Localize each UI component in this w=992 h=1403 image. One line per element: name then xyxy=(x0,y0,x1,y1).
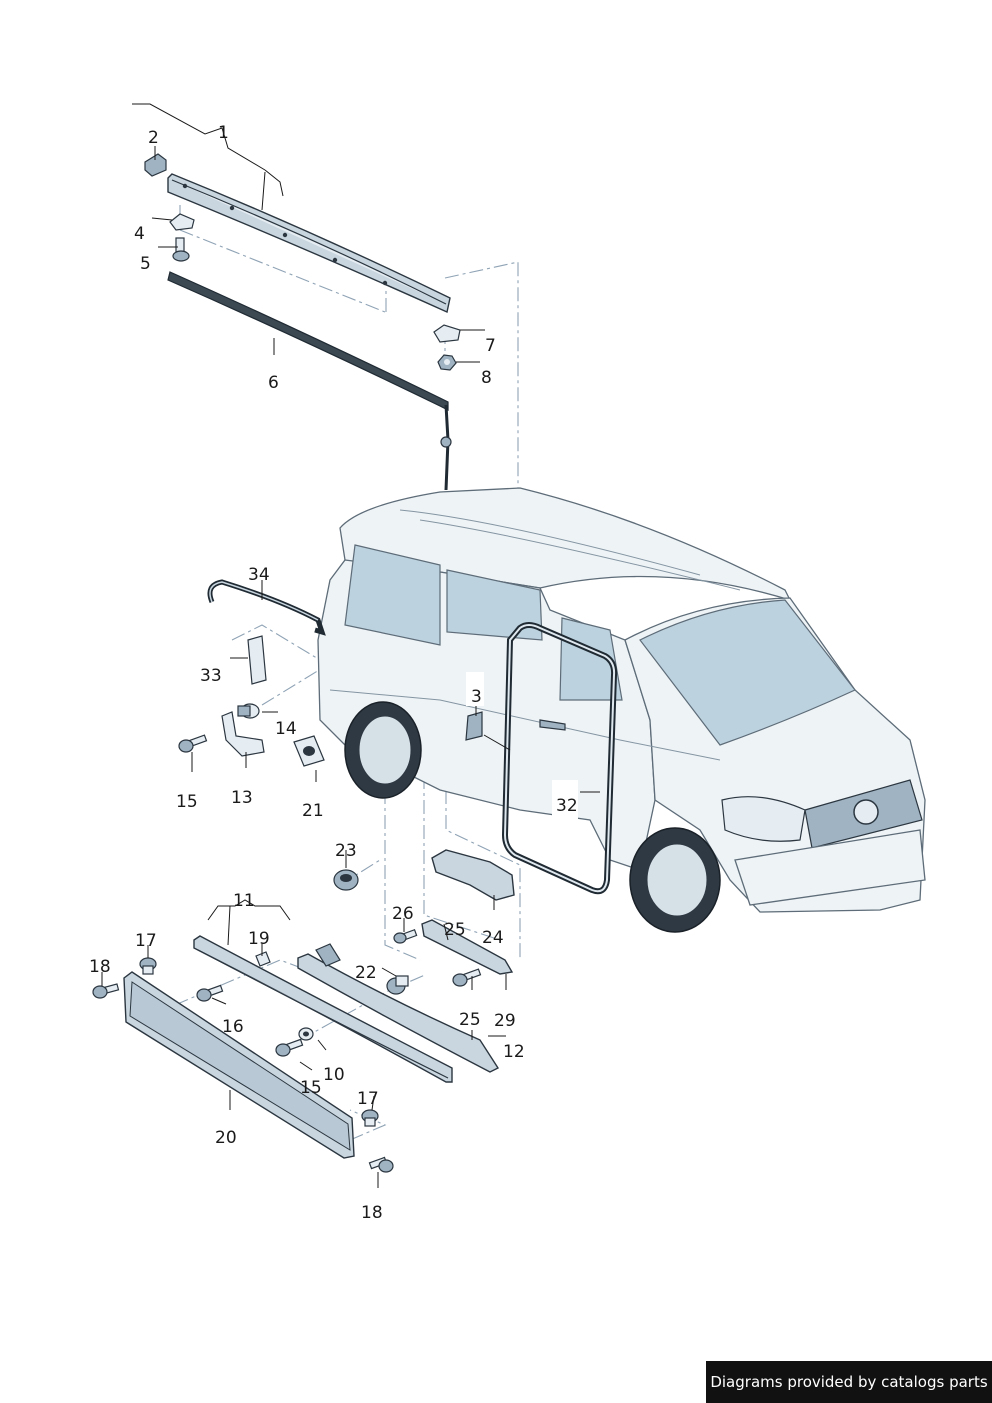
roof-line-1 xyxy=(399,509,701,576)
side-crease xyxy=(329,689,721,761)
callout-16: 16 xyxy=(222,1017,244,1037)
part-21-mount xyxy=(293,735,325,767)
callout-12: 12 xyxy=(503,1042,525,1062)
screw-5 xyxy=(172,237,190,262)
part-34-hose xyxy=(207,579,326,636)
part-17-clip-a xyxy=(139,957,157,975)
callout-18-b: 18 xyxy=(361,1203,383,1223)
part-24-carrier xyxy=(431,849,515,901)
part-20-trim-face xyxy=(129,981,351,1151)
part-15-screw-b xyxy=(275,1038,304,1057)
clip-4 xyxy=(169,213,195,231)
vw-badge xyxy=(853,799,879,825)
callout-25-a: 25 xyxy=(444,920,466,940)
front-door-window xyxy=(559,617,623,701)
callout-5: 5 xyxy=(140,254,151,274)
callout-29: 29 xyxy=(494,1011,516,1031)
callout-15-b: 15 xyxy=(300,1078,322,1098)
part-10-washer xyxy=(298,1027,314,1041)
callout-2: 2 xyxy=(148,128,159,148)
part-14-bush xyxy=(237,703,260,719)
part-12-lower-rail xyxy=(297,953,500,1073)
callout-32: 32 xyxy=(556,796,578,816)
callout-26: 26 xyxy=(392,904,414,924)
roof-rail-assembly xyxy=(144,153,461,491)
callout-18-a: 18 xyxy=(89,957,111,977)
cable-bead xyxy=(440,436,452,448)
callout-14: 14 xyxy=(275,719,297,739)
callout-24: 24 xyxy=(482,928,504,948)
windscreen xyxy=(639,599,856,746)
end-cap xyxy=(144,153,167,177)
roof-line-2 xyxy=(419,519,741,591)
callout-1: 1 xyxy=(218,123,229,143)
part-17-clip-b xyxy=(361,1109,379,1127)
callout-6: 6 xyxy=(268,373,279,393)
door-seal-32 xyxy=(501,622,618,895)
part-25-guide xyxy=(421,919,514,975)
part-12-carriage xyxy=(315,943,341,967)
part-18-screw-b xyxy=(368,1156,394,1173)
callout-17-b: 17 xyxy=(357,1089,379,1109)
leader-lines xyxy=(101,103,600,1188)
rail-rivets xyxy=(182,183,388,286)
seal-strip-6 xyxy=(167,271,449,411)
part-33-bracket xyxy=(247,635,267,685)
callout-33: 33 xyxy=(200,666,222,686)
headlight-left xyxy=(721,796,806,842)
middle-side-window xyxy=(446,569,543,641)
part-18-screw-a xyxy=(92,983,120,999)
callout-15-a: 15 xyxy=(176,792,198,812)
part-16-screw xyxy=(196,984,224,1002)
part-13-bracket xyxy=(221,711,265,757)
callout-13: 13 xyxy=(231,788,253,808)
label-mask-3 xyxy=(466,672,484,706)
sliding-door-handle xyxy=(539,719,566,731)
callout-34: 34 xyxy=(248,565,270,585)
rear-wheel-rim xyxy=(358,715,412,785)
bumper xyxy=(734,829,926,906)
part-19-clip xyxy=(255,951,271,967)
van-illustration xyxy=(317,487,926,933)
part-11-rail-lower xyxy=(197,949,449,1079)
part-3-plate xyxy=(465,711,483,741)
callout-3: 3 xyxy=(471,687,482,707)
callout-17-a: 17 xyxy=(135,931,157,951)
nut-8 xyxy=(437,354,457,371)
callout-23: 23 xyxy=(335,841,357,861)
part-15-screw-a xyxy=(178,734,208,753)
credit-banner: Diagrams provided by catalogs parts xyxy=(706,1361,992,1403)
part-23-clip xyxy=(333,869,359,891)
rear-side-window xyxy=(344,544,441,646)
callout-22: 22 xyxy=(355,963,377,983)
label-mask-32 xyxy=(552,780,578,820)
part-22-bush xyxy=(386,975,409,995)
callout-10: 10 xyxy=(323,1065,345,1085)
callout-11: 11 xyxy=(233,891,255,911)
part-26-screw xyxy=(393,929,418,944)
callout-20: 20 xyxy=(215,1128,237,1148)
callout-25-b: 25 xyxy=(459,1010,481,1030)
callout-21: 21 xyxy=(302,801,324,821)
callout-labels: 1 2 4 5 6 7 8 34 33 14 3 15 13 21 32 23 … xyxy=(89,123,578,1223)
part-34-hose-inner xyxy=(209,581,319,621)
callout-8: 8 xyxy=(481,368,492,388)
callout-4: 4 xyxy=(134,224,145,244)
callout-7: 7 xyxy=(485,336,496,356)
front-wheel-rim xyxy=(646,843,708,917)
guide-rail-upper-edge xyxy=(171,179,447,305)
callout-19: 19 xyxy=(248,929,270,949)
part-screw-29 xyxy=(452,968,482,987)
bracket-7 xyxy=(433,324,461,343)
